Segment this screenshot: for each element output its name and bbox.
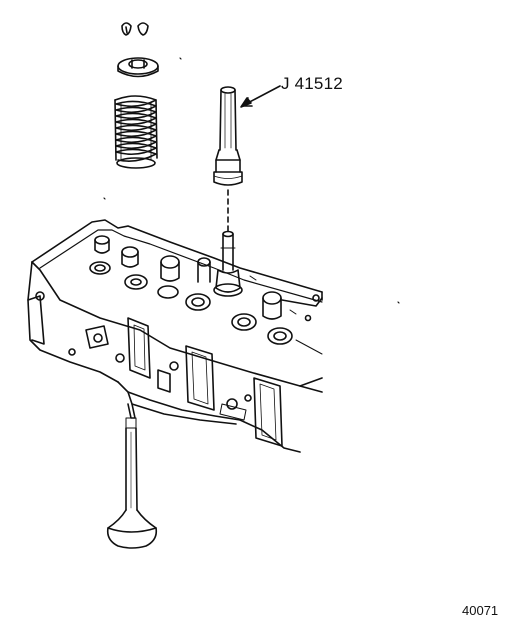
spring-retainer bbox=[118, 58, 158, 77]
tool-leader-arrow bbox=[241, 86, 280, 107]
cylinder-head bbox=[28, 220, 322, 452]
figure-number: 40071 bbox=[462, 603, 499, 618]
engine-valve bbox=[108, 404, 157, 548]
valve-spring bbox=[115, 96, 157, 168]
valve-keepers bbox=[122, 23, 148, 35]
valve-spring-seats bbox=[90, 236, 296, 344]
tool-number-label: J 41512 bbox=[281, 74, 343, 93]
valve-stem-in-head bbox=[214, 232, 242, 297]
valve-stem-seal-installer-tool bbox=[214, 87, 242, 185]
print-specks bbox=[104, 58, 399, 303]
